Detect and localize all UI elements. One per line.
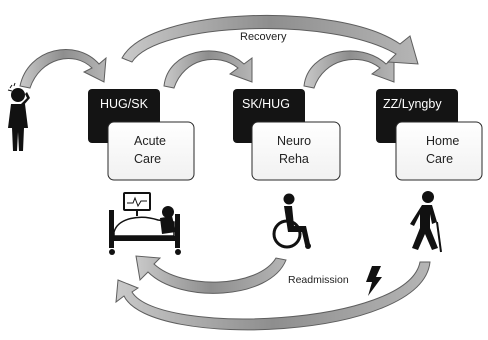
- hospital-bed-icon: [109, 192, 181, 255]
- stage-home-header: ZZ/Lyngby: [383, 97, 442, 111]
- stage-acute-care: HUG/SK Acute Care: [88, 89, 195, 181]
- lightning-icon: [366, 266, 382, 296]
- stage-neuro-line1: Neuro: [277, 134, 311, 148]
- stage-neuro-body-box: [251, 121, 341, 181]
- stage-neuro-line2: Reha: [279, 152, 309, 166]
- stage-acute-header: HUG/SK: [100, 97, 149, 111]
- stage-acute-line1: Acute: [134, 134, 166, 148]
- stage-neuro-header: SK/HUG: [242, 97, 290, 111]
- stage-home-line2: Care: [426, 152, 453, 166]
- arrow-stroke-to-acute: [19, 49, 107, 89]
- wheelchair-icon: [272, 193, 311, 249]
- stage-home-line1: Home: [426, 134, 459, 148]
- arrow-acute-to-neuro: [163, 50, 253, 89]
- stage-acute-line2: Care: [134, 152, 161, 166]
- recovery-label: Recovery: [240, 31, 287, 43]
- stage-neuro-reha: SK/HUG Neuro Reha: [233, 89, 341, 181]
- stage-acute-body-box: [107, 121, 195, 181]
- arrow-readmission-home-to-acute: [115, 261, 431, 331]
- stage-home-care: ZZ/Lyngby Home Care: [376, 89, 483, 181]
- stage-home-body-box: [395, 121, 483, 181]
- readmission-label: Readmission: [288, 274, 349, 286]
- arrow-recovery: [121, 14, 419, 65]
- person-stroke-icon: [7, 82, 30, 151]
- walking-cane-icon: [410, 191, 442, 253]
- arrow-neuro-to-home: [303, 50, 395, 89]
- arrow-readmission-neuro-to-acute: [135, 255, 287, 294]
